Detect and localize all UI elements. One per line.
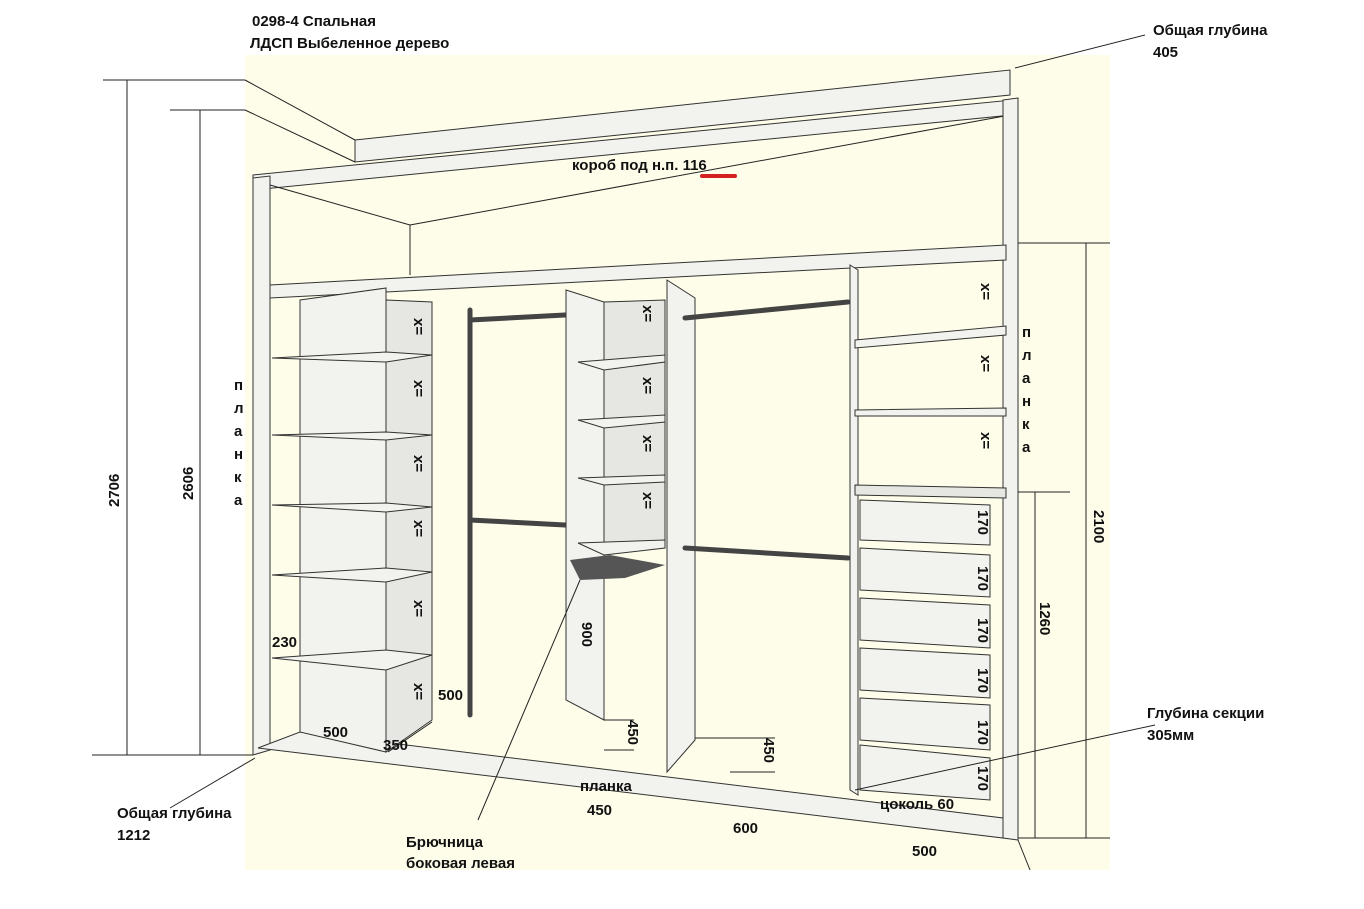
left-shelf-unit bbox=[271, 287, 433, 753]
strip-letter: а bbox=[234, 492, 243, 509]
x-mark: х= bbox=[410, 600, 427, 617]
height-inner: 2606 bbox=[180, 467, 197, 500]
title-line1: 0298-4 Спальная bbox=[252, 13, 376, 30]
x-mark: х= bbox=[977, 432, 994, 449]
x-marks: х= х= х= х= х= х= х= х= х= х= х= х= х= bbox=[410, 283, 994, 700]
strip-letter: а bbox=[234, 423, 243, 440]
dim-350: 350 bbox=[383, 737, 408, 754]
top-depth-value: 405 bbox=[1153, 44, 1178, 61]
ceiling-box bbox=[244, 69, 1013, 275]
x-mark: х= bbox=[977, 283, 994, 300]
drawer-height: 170 bbox=[974, 618, 991, 643]
x-mark: х= bbox=[639, 377, 656, 394]
trouser-rack-label-2: боковая левая bbox=[406, 855, 515, 872]
right-drawer-unit bbox=[849, 264, 1007, 801]
dim-500-left: 500 bbox=[323, 724, 348, 741]
x-mark: х= bbox=[410, 380, 427, 397]
dim-500-mid: 500 bbox=[438, 687, 463, 704]
x-mark: х= bbox=[410, 520, 427, 537]
drawer-heights: 170 170 170 170 170 170 bbox=[974, 510, 991, 791]
dim-450-b: 450 bbox=[760, 738, 777, 763]
hanging-rod-system bbox=[467, 307, 568, 718]
drawer-height: 170 bbox=[974, 668, 991, 693]
strip-letter: л bbox=[234, 400, 244, 417]
dim-450-a: 450 bbox=[624, 720, 641, 745]
wardrobe-frame bbox=[252, 97, 1019, 841]
height-total: 2706 bbox=[106, 474, 123, 507]
drawer-height: 170 bbox=[974, 766, 991, 791]
height-drawers: 1260 bbox=[1036, 602, 1053, 635]
x-mark: х= bbox=[639, 435, 656, 452]
title-line2: ЛДСП Выбеленное дерево bbox=[250, 35, 449, 52]
box-label: короб под н.п. 116 bbox=[572, 157, 707, 174]
strip-left-label: п л а н к а bbox=[234, 377, 244, 509]
trouser-rack-label-1: Брючница bbox=[406, 834, 484, 851]
trouser-rack bbox=[570, 555, 665, 580]
drawer-height: 170 bbox=[974, 566, 991, 591]
bottom-depth-value: 1212 bbox=[117, 827, 150, 844]
red-underline bbox=[700, 174, 737, 178]
plinth-label: цоколь 60 bbox=[880, 796, 954, 813]
strip-letter: а bbox=[1022, 439, 1031, 456]
height-right: 2100 bbox=[1090, 510, 1107, 543]
strip-letter: к bbox=[1022, 416, 1030, 433]
strip-letter: к bbox=[234, 469, 242, 486]
section-depth-value: 305мм bbox=[1147, 727, 1194, 744]
x-mark: х= bbox=[410, 683, 427, 700]
drawer-height: 170 bbox=[974, 510, 991, 535]
dim-230: 230 bbox=[272, 634, 297, 651]
dim-500-right: 500 bbox=[912, 843, 937, 860]
drawer-height: 170 bbox=[974, 720, 991, 745]
x-mark: х= bbox=[639, 492, 656, 509]
x-mark: х= bbox=[977, 355, 994, 372]
dimension-lines bbox=[92, 34, 1156, 871]
dim-600: 600 bbox=[733, 820, 758, 837]
strip-letter: а bbox=[1022, 370, 1031, 387]
strip-letter: н bbox=[1022, 393, 1031, 410]
hanging-rods-right bbox=[682, 299, 851, 561]
bottom-strip-label: планка bbox=[580, 778, 632, 795]
x-mark: х= bbox=[639, 305, 656, 322]
strip-letter: п bbox=[234, 377, 243, 394]
section-depth-label: Глубина секции bbox=[1147, 705, 1264, 722]
strip-right-label: п л а н к а bbox=[1022, 324, 1032, 456]
x-mark: х= bbox=[410, 318, 427, 335]
strip-letter: н bbox=[234, 446, 243, 463]
middle-shelf-unit bbox=[565, 279, 696, 774]
x-mark: х= bbox=[410, 455, 427, 472]
strip-letter: л bbox=[1022, 347, 1032, 364]
dim-900: 900 bbox=[578, 622, 595, 647]
strip-letter: п bbox=[1022, 324, 1031, 341]
bottom-depth-label: Общая глубина bbox=[117, 805, 232, 822]
bottom-strip-value: 450 bbox=[587, 802, 612, 819]
top-depth-label: Общая глубина bbox=[1153, 22, 1268, 39]
